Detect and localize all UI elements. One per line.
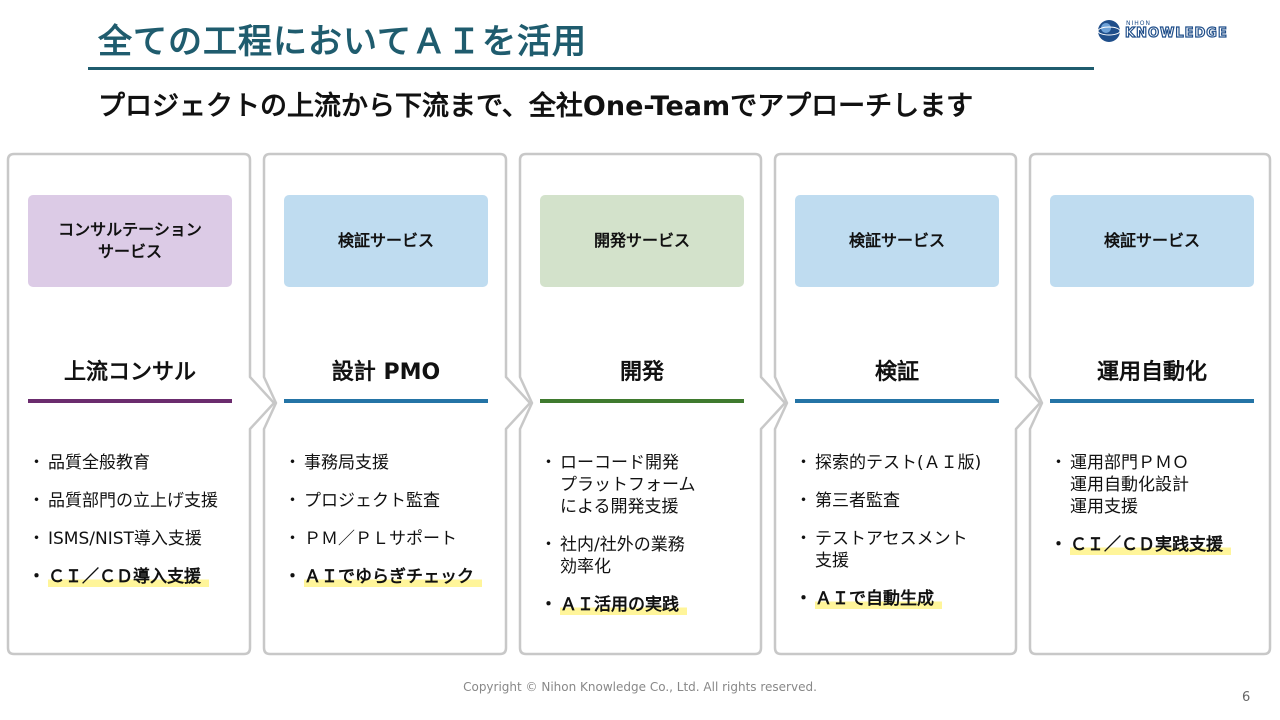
bullet-text: ＣＩ／ＣＤ導入支援 [48, 567, 209, 587]
title-underline [88, 67, 1094, 70]
bullet-text: ISMS/NIST導入支援 [48, 529, 202, 549]
service-tag: 開発サービス [540, 195, 744, 287]
bullet-item: 品質部門の立上げ支援 [28, 490, 250, 512]
bullet-item: 探索的テスト(ＡＩ版) [795, 452, 1017, 474]
bullet-text: 品質部門の立上げ支援 [48, 491, 218, 511]
bullet-list: 運用部門ＰＭＯ 運用自動化設計 運用支援 ＣＩ／ＣＤ実践支援 [1050, 452, 1272, 572]
bullet-text: テストアセスメント 支援 [815, 529, 968, 571]
bullet-text: ＡＩでゆらぎチェック [304, 567, 482, 587]
bullet-item: ＡＩで自動生成 [795, 588, 1017, 610]
bullet-item: ＣＩ／ＣＤ実践支援 [1050, 534, 1272, 556]
page-number: 6 [1242, 690, 1251, 705]
bullet-text: 品質全般教育 [48, 453, 150, 473]
service-panel: コンサルテーション サービス上流コンサル品質全般教育品質部門の立上げ支援 ISMS… [10, 154, 258, 654]
bullet-item: 社内/社外の業務 効率化 [540, 534, 762, 578]
bullet-item: 事務局支援 [284, 452, 506, 474]
service-panel: 開発サービス開発ローコード開発 プラットフォーム による開発支援社内/社外の業務… [522, 154, 770, 654]
bullet-text: ＡＩ活用の実践 [560, 595, 687, 615]
bullet-item: ＰＭ／ＰＬサポート [284, 528, 506, 550]
bullet-text: 事務局支援 [304, 453, 389, 473]
bullet-text: 社内/社外の業務 効率化 [560, 535, 685, 577]
bullet-item: ＡＩ活用の実践 [540, 594, 762, 616]
bullet-item: 運用部門ＰＭＯ 運用自動化設計 運用支援 [1050, 452, 1272, 518]
bullet-text: ＰＭ／ＰＬサポート [304, 529, 457, 549]
phase-underline [28, 399, 232, 403]
slide-subtitle: プロジェクトの上流から下流まで、全社One-Teamでアプローチします [98, 91, 974, 122]
copyright-footer: Copyright © Nihon Knowledge Co., Ltd. Al… [463, 680, 817, 694]
service-tag: 検証サービス [795, 195, 999, 287]
phase-underline [540, 399, 744, 403]
phase-heading: 運用自動化 [1096, 360, 1207, 385]
company-logo: NIHON KNOWLEDGE [1096, 18, 1256, 48]
service-tag: コンサルテーション サービス [28, 195, 232, 287]
bullet-text: ローコード開発 プラットフォーム による開発支援 [560, 453, 696, 517]
phase-heading: 検証 [874, 360, 919, 385]
slide-title: 全ての工程においてＡＩを活用 [98, 22, 587, 62]
bullet-text: ＡＩで自動生成 [815, 589, 942, 609]
globe-icon [1097, 20, 1121, 42]
service-panel: 検証サービス検証探索的テスト(ＡＩ版) 第三者監査テストアセスメント 支援 ＡＩで自… [777, 154, 1025, 654]
phase-underline [1050, 399, 1254, 403]
phase-underline [795, 399, 999, 403]
bullet-list: 探索的テスト(ＡＩ版) 第三者監査テストアセスメント 支援 ＡＩで自動生成 [795, 452, 1017, 626]
bullet-item: ローコード開発 プラットフォーム による開発支援 [540, 452, 762, 518]
bullet-item: ISMS/NIST導入支援 [28, 528, 250, 550]
bullet-item: プロジェクト監査 [284, 490, 506, 512]
bullet-item: ＡＩでゆらぎチェック [284, 566, 506, 588]
phase-underline [284, 399, 488, 403]
phase-heading: 開発 [619, 360, 664, 385]
bullet-text: 運用部門ＰＭＯ 運用自動化設計 運用支援 [1070, 453, 1189, 517]
bullet-item: ＣＩ／ＣＤ導入支援 [28, 566, 250, 588]
logo-big-text: KNOWLEDGE [1124, 25, 1228, 41]
bullet-text: ＣＩ／ＣＤ実践支援 [1070, 535, 1231, 555]
service-tag: 検証サービス [284, 195, 488, 287]
service-tag: 検証サービス [1050, 195, 1254, 287]
phase-heading: 上流コンサル [63, 360, 196, 385]
bullet-item: 品質全般教育 [28, 452, 250, 474]
bullet-text: 探索的テスト(ＡＩ版) [815, 453, 982, 473]
phase-heading: 設計 PMO [331, 360, 441, 385]
bullet-text: 第三者監査 [815, 491, 900, 511]
service-panel: 検証サービス運用自動化運用部門ＰＭＯ 運用自動化設計 運用支援 ＣＩ／ＣＤ実践支援 [1032, 154, 1280, 654]
logo-small-text: NIHON [1126, 20, 1151, 27]
bullet-list: 品質全般教育品質部門の立上げ支援 ISMS/NIST導入支援 ＣＩ／ＣＤ導入支援 [28, 452, 250, 604]
bullet-list: 事務局支援プロジェクト監査 ＰＭ／ＰＬサポート ＡＩでゆらぎチェック [284, 452, 506, 604]
bullet-text: プロジェクト監査 [304, 491, 440, 511]
bullet-item: 第三者監査 [795, 490, 1017, 512]
bullet-item: テストアセスメント 支援 [795, 528, 1017, 572]
bullet-list: ローコード開発 プラットフォーム による開発支援社内/社外の業務 効率化 ＡＩ活用… [540, 452, 762, 632]
